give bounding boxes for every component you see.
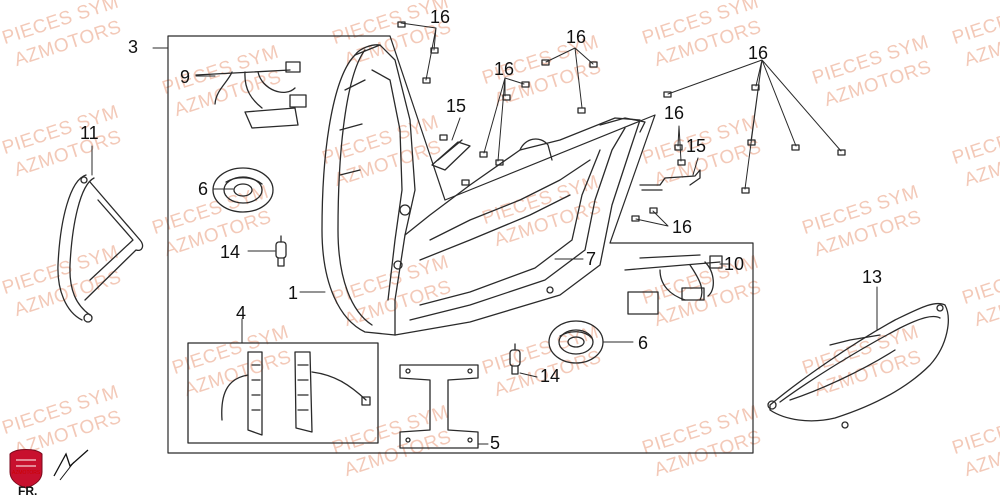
part-6-upper-cap bbox=[212, 167, 274, 213]
part-10-wire-harness bbox=[624, 254, 723, 315]
part-13-right-trim bbox=[767, 302, 949, 429]
assembly-frame-outline bbox=[167, 35, 754, 454]
callout-11: 11 bbox=[80, 123, 99, 143]
part-15-right-bracket bbox=[639, 169, 701, 191]
callout-5: 5 bbox=[490, 433, 501, 453]
part-15-upper-bracket bbox=[431, 139, 471, 171]
part-5-bracket-plate bbox=[399, 364, 479, 449]
callout-9: 9 bbox=[180, 67, 191, 87]
brand-logo bbox=[9, 449, 89, 489]
callout-16-a: 16 bbox=[430, 7, 451, 27]
callout-14-lower: 14 bbox=[540, 366, 561, 386]
part-14-upper-bulb bbox=[275, 235, 287, 267]
callout-10: 10 bbox=[724, 254, 745, 274]
callout-6-lower: 6 bbox=[638, 333, 649, 353]
callout-15-upper: 15 bbox=[446, 96, 467, 116]
logo-text: FR. bbox=[18, 484, 38, 498]
logo-subtext: AZMOTORS bbox=[12, 470, 41, 476]
callout-7: 7 bbox=[586, 249, 597, 269]
part-1-headlight-housing bbox=[321, 44, 646, 336]
callout-16-f: 16 bbox=[672, 217, 693, 237]
callout-3: 3 bbox=[128, 37, 139, 57]
part-4-led-strips bbox=[221, 351, 371, 436]
leader-lines bbox=[91, 22, 878, 445]
part-9-wire-harness bbox=[195, 61, 307, 129]
part-16-screws bbox=[397, 21, 846, 222]
part-6-lower-cap bbox=[548, 320, 604, 364]
part-11-left-trim bbox=[57, 174, 144, 323]
callout-15-right: 15 bbox=[686, 136, 707, 156]
part-14-lower-bulb bbox=[509, 343, 521, 375]
group-4-frame bbox=[187, 342, 379, 444]
callout-16-c: 16 bbox=[494, 59, 515, 79]
callout-16-b: 16 bbox=[566, 27, 587, 47]
callout-1: 1 bbox=[288, 283, 299, 303]
callout-6-upper: 6 bbox=[198, 179, 209, 199]
callout-14-upper: 14 bbox=[220, 242, 241, 262]
callout-4: 4 bbox=[236, 303, 247, 323]
callout-16-d: 16 bbox=[748, 43, 769, 63]
callout-13: 13 bbox=[862, 267, 883, 287]
callout-16-e: 16 bbox=[664, 103, 685, 123]
